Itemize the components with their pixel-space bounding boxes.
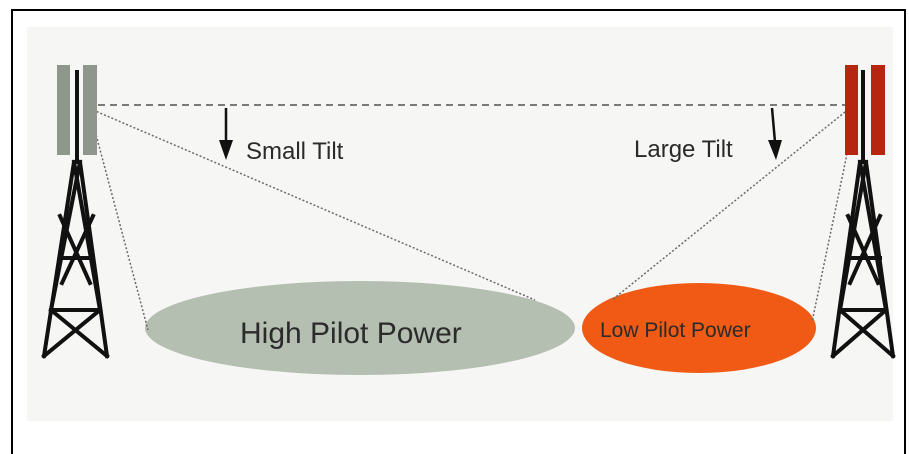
low-pilot-power-label: Low Pilot Power — [600, 319, 751, 342]
right-upper-beam-line — [611, 111, 846, 301]
large-tilt-arrow-icon — [768, 107, 782, 160]
right-tower-icon — [830, 70, 896, 359]
large-tilt-label: Large Tilt — [634, 136, 733, 163]
right-antenna-panel — [871, 65, 885, 155]
left-tower-icon — [41, 70, 110, 359]
low-pilot-power-coverage — [582, 283, 816, 373]
right-lower-beam-line — [811, 129, 853, 323]
left-antenna-panel — [57, 65, 70, 155]
right-antenna-panel — [845, 65, 858, 155]
left-lower-beam-line — [89, 111, 149, 331]
high-pilot-power-label: High Pilot Power — [240, 317, 462, 350]
left-antenna-panel — [83, 65, 97, 155]
high-pilot-power-coverage — [145, 281, 575, 375]
small-tilt-label: Small Tilt — [246, 138, 344, 165]
left-upper-beam-line — [92, 109, 536, 301]
small-tilt-arrow-icon — [219, 108, 233, 160]
